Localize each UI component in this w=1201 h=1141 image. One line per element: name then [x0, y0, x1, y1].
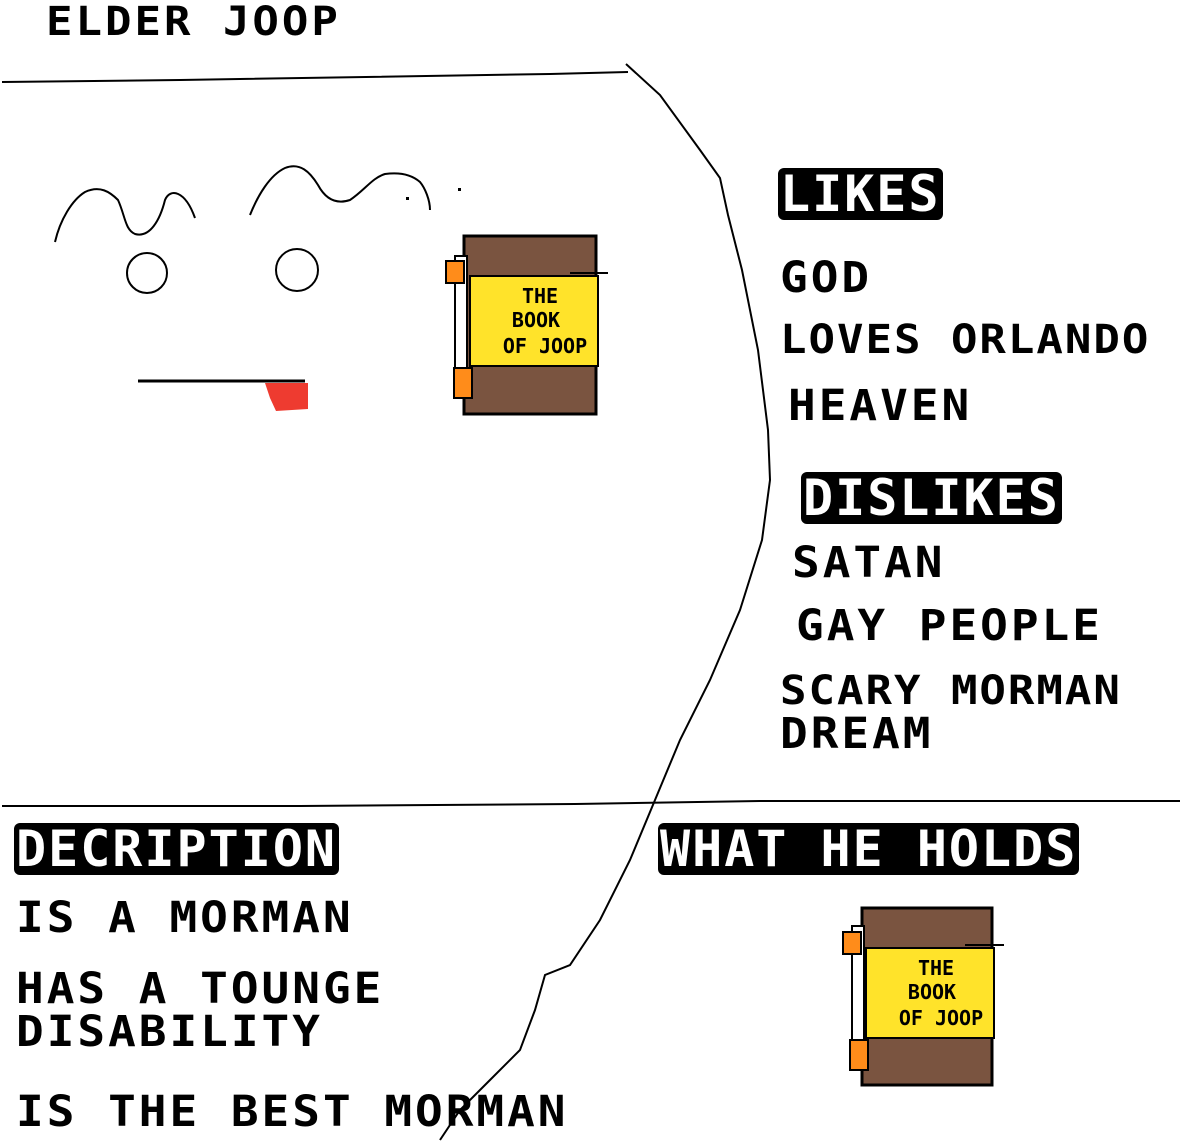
dislikes-item: DREAM: [780, 708, 934, 758]
description-item: HAS A TOUNGE: [16, 963, 385, 1013]
dislikes-item: SATAN: [792, 537, 946, 587]
book2-title-line3: OF JOOP: [899, 1006, 983, 1030]
likes-header: LIKES: [778, 168, 946, 220]
dislikes-header-text: DISLIKES: [801, 469, 1062, 527]
top-divider-line: [1, 71, 629, 83]
description-item: IS THE BEST MORMAN: [16, 1086, 569, 1136]
likes-header-text: LIKES: [778, 165, 943, 223]
book2-title-line2: BOOK: [908, 980, 956, 1004]
likes-item: LOVES ORLANDO: [780, 316, 1151, 364]
book-title-line1: THE: [522, 284, 558, 308]
description-item: IS A MORMAN: [16, 892, 354, 942]
book2-title-line1: THE: [918, 956, 954, 980]
wavy-divider-line: [439, 63, 772, 1141]
holds-header: WHAT HE HOLDS: [658, 823, 1082, 875]
description-header-text: DECRIPTION: [14, 820, 340, 878]
left-eyebrow: [54, 188, 196, 243]
dislikes-item: GAY PEOPLE: [796, 600, 1103, 650]
likes-item: GOD: [780, 252, 873, 302]
right-eye: [275, 248, 319, 292]
holds-header-text: WHAT HE HOLDS: [658, 820, 1080, 878]
dislikes-item: SCARY MORMAN: [780, 667, 1122, 715]
book-title-line2: BOOK: [512, 308, 560, 332]
dislikes-header: DISLIKES: [801, 472, 1065, 524]
right-eyebrow: [249, 165, 431, 216]
likes-item: HEAVEN: [788, 380, 973, 430]
description-header: DECRIPTION: [14, 823, 342, 875]
description-item: DISABILITY: [16, 1006, 323, 1056]
character-name: ELDER JOOP: [46, 0, 341, 46]
bottom-divider-line: [2, 800, 1180, 807]
left-eye: [126, 252, 168, 294]
book-title-line3: OF JOOP: [503, 334, 587, 358]
tongue: [265, 383, 308, 411]
